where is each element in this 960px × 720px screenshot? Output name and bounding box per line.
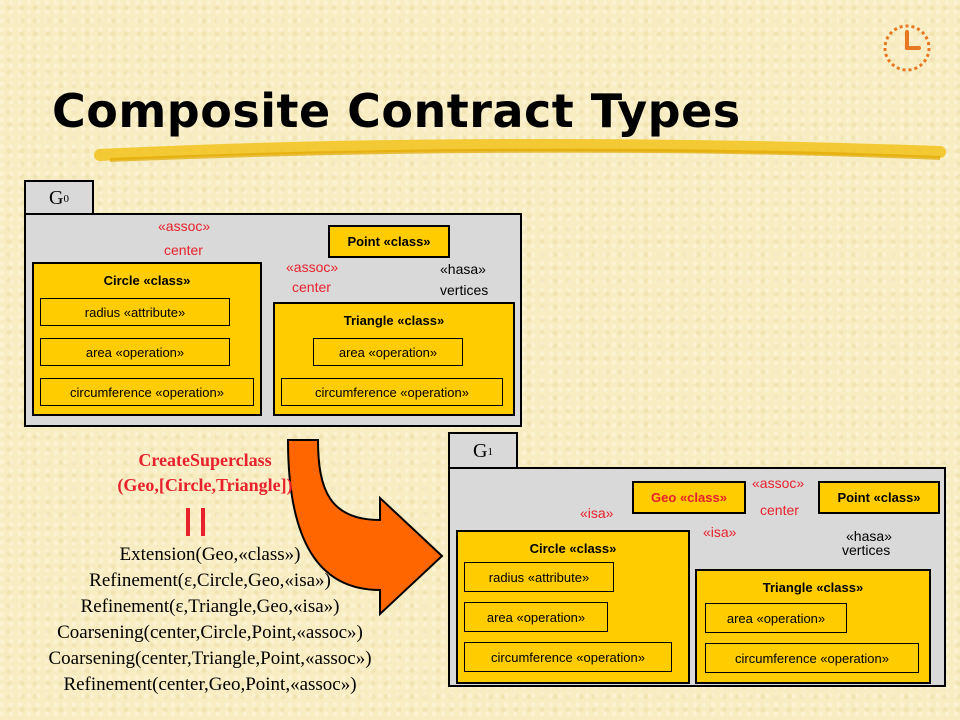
g1-center-label: center — [760, 502, 799, 518]
g0-circle-area: area «operation» — [40, 338, 230, 366]
clock-icon — [883, 24, 931, 72]
step-4: Coarsening(center,Circle,Point,«assoc») — [57, 622, 363, 643]
g0-assoc-label-1: «assoc» — [158, 218, 211, 234]
g1-tab-label: G — [473, 440, 488, 462]
g1-circle-area: area «operation» — [464, 602, 608, 632]
g1-geo-class: Geo «class» — [632, 481, 746, 514]
g0-tab-label: G — [49, 187, 64, 209]
g1-isa-label-1: «isa» — [580, 505, 614, 521]
step-3: Refinement(ε,Triangle,Geo,«isa») — [80, 596, 340, 617]
g0-center-label-1: center — [164, 242, 203, 258]
g1-hasa-label: «hasa» — [846, 528, 892, 544]
g0-hasa-label: «hasa» — [440, 261, 486, 277]
g1-circle-title: Circle «class» — [529, 541, 617, 556]
g0-assoc-label-2: «assoc» — [286, 259, 339, 275]
g1-triangle-circumference: circumference «operation» — [705, 643, 919, 673]
g0-vertices-label: vertices — [440, 282, 489, 298]
g0-triangle-circumference: circumference «operation» — [281, 378, 503, 406]
slide-title: Composite Contract Types — [52, 84, 741, 138]
transform-arrow — [286, 439, 444, 617]
g1-circle-class: Circle «class» radius «attribute» area «… — [456, 530, 690, 684]
g1-assoc-label: «assoc» — [752, 475, 805, 491]
g1-point-class: Point «class» — [818, 481, 940, 514]
step-6: Refinement(center,Geo,Point,«assoc») — [63, 674, 357, 695]
step-5: Coarsening(center,Triangle,Point,«assoc»… — [48, 648, 372, 669]
g0-triangle-area: area «operation» — [313, 338, 463, 366]
g0-tab-sub: 0 — [63, 192, 69, 205]
g0-triangle-title: Triangle «class» — [343, 313, 445, 328]
operation-args: (Geo,[Circle,Triangle]) — [117, 475, 293, 495]
g0-circle-class: Circle «class» radius «attribute» area «… — [32, 262, 262, 416]
operation-name: CreateSuperclass — [138, 450, 272, 470]
g1-tab-sub: 1 — [487, 445, 493, 458]
g0-triangle-class: Triangle «class» area «operation» circum… — [273, 302, 515, 416]
equals-icon — [186, 508, 205, 536]
g1-circle-circumference: circumference «operation» — [464, 642, 672, 672]
g0-circle-radius: radius «attribute» — [40, 298, 230, 326]
g1-triangle-area: area «operation» — [705, 603, 847, 633]
step-1: Extension(Geo,«class») — [119, 544, 301, 565]
g1-isa-label-2: «isa» — [703, 524, 737, 540]
g0-point-class: Point «class» — [328, 225, 450, 258]
g1-triangle-title: Triangle «class» — [762, 580, 864, 595]
g0-center-label-2: center — [292, 279, 331, 295]
g0-circle-circumference: circumference «operation» — [40, 378, 254, 406]
step-2: Refinement(ε,Circle,Geo,«isa») — [89, 570, 331, 591]
g1-circle-radius: radius «attribute» — [464, 562, 614, 592]
highlight-stroke — [94, 138, 946, 162]
g1-triangle-class: Triangle «class» area «operation» circum… — [695, 569, 931, 684]
g1-vertices-label: vertices — [842, 542, 891, 558]
g0-circle-title: Circle «class» — [103, 273, 191, 288]
